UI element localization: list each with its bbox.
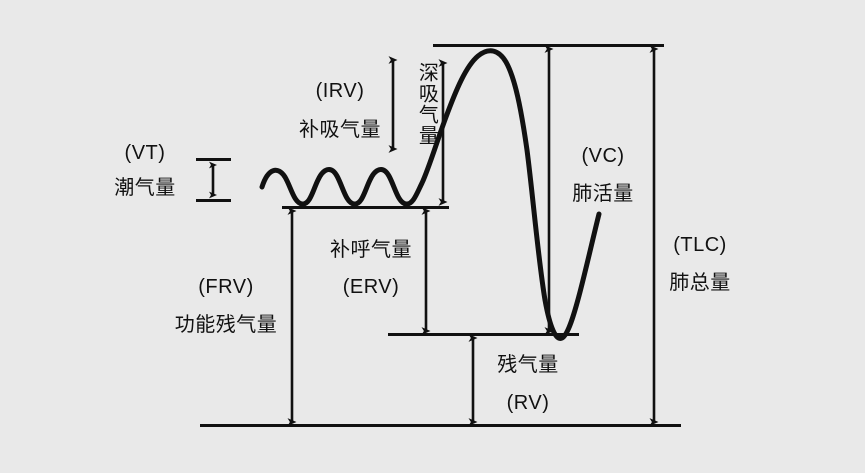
erv-name-label: 补呼气量 [330, 239, 412, 261]
vc-name-label: 肺活量 [572, 183, 634, 205]
tlc-abbreviation-label: (TLC) [673, 234, 727, 256]
frv-abbreviation-label: (FRV) [198, 276, 254, 298]
vt-abbreviation-label: (VT) [124, 142, 166, 164]
irv-name-label: 补吸气量 [299, 119, 381, 141]
erv-abbreviation-label: (ERV) [342, 276, 400, 298]
tlc-name-label: 肺总量 [669, 272, 731, 294]
frv-name-label: 功能残气量 [174, 314, 278, 336]
rv-name-label: 残气量 [497, 354, 559, 376]
rv-abbreviation-label: (RV) [506, 392, 550, 414]
ic-name-label: 深吸气量 [415, 62, 438, 146]
vt-name-label: 潮气量 [114, 177, 176, 199]
irv-abbreviation-label: (IRV) [315, 80, 365, 102]
vc-abbreviation-label: (VC) [581, 145, 625, 167]
